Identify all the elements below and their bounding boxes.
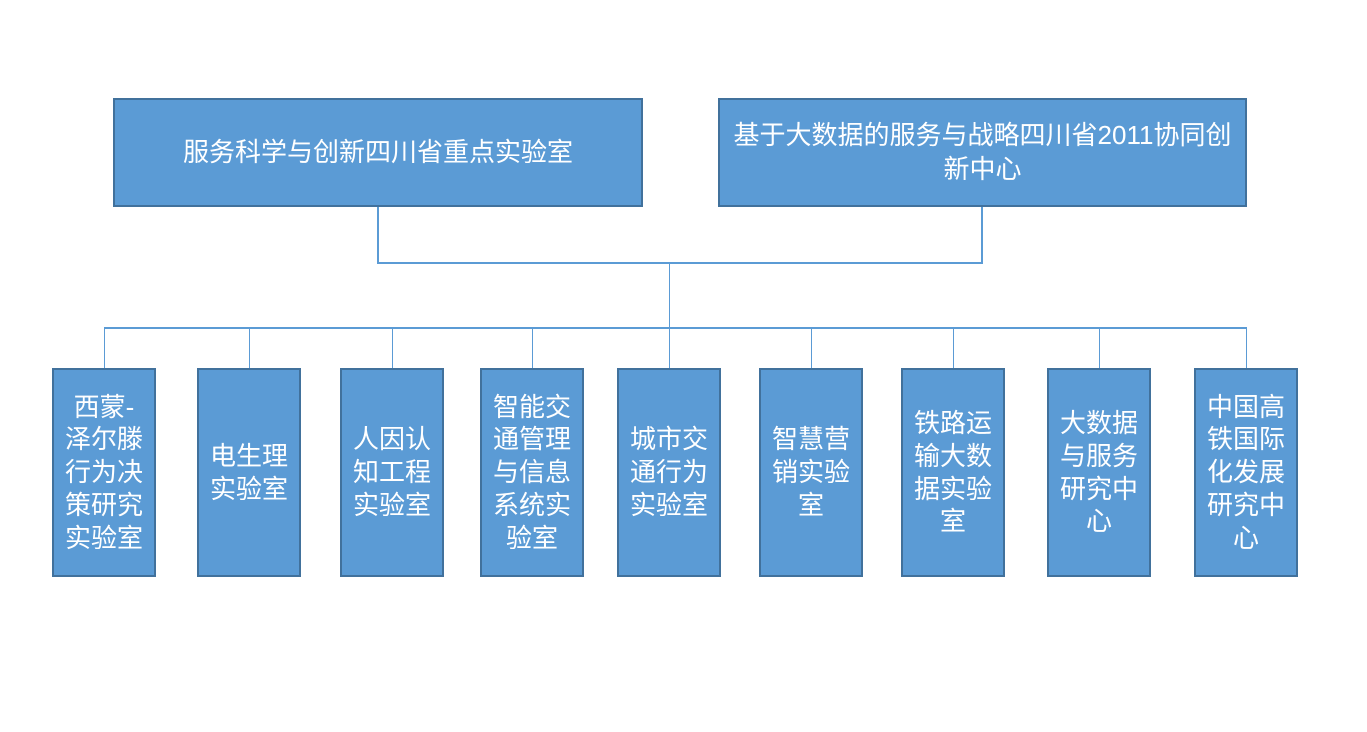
node-label: 人因认知工程实验室	[352, 424, 431, 520]
node-label: 智慧营销实验室	[771, 424, 850, 520]
connector-stub-child-3	[391, 327, 393, 368]
connector-stub-child-2	[248, 327, 250, 368]
connector-children-rail	[104, 327, 1247, 329]
connector-center-drop	[668, 262, 670, 328]
connector-stub-child-5	[668, 327, 670, 368]
node-bigdata-service-research-center: 大数据与服务研究中心	[1047, 368, 1151, 577]
connector-stub-child-4	[531, 327, 533, 368]
node-simon-selten-behavior-decision-lab: 西蒙-泽尔滕行为决策研究实验室	[52, 368, 156, 577]
node-intelligent-transport-info-systems-lab: 智能交通管理与信息系统实验室	[480, 368, 584, 577]
connector-parent2-drop	[981, 207, 983, 263]
connector-stub-child-9	[1245, 327, 1247, 368]
node-label: 铁路运输大数据实验室	[913, 408, 992, 537]
node-label: 大数据与服务研究中心	[1059, 408, 1138, 537]
connector-stub-child-8	[1098, 327, 1100, 368]
connector-stub-child-7	[952, 327, 954, 368]
connector-parent1-drop	[377, 207, 379, 263]
node-label: 服务科学与创新四川省重点实验室	[182, 136, 573, 167]
node-label: 基于大数据的服务与战略四川省2011协同创新中心	[733, 119, 1232, 184]
connector-parents-rail	[377, 262, 983, 264]
node-human-factors-cognitive-engineering-lab: 人因认知工程实验室	[340, 368, 444, 577]
node-label: 城市交通行为实验室	[629, 424, 708, 520]
node-smart-marketing-lab: 智慧营销实验室	[759, 368, 863, 577]
node-urban-traffic-behavior-lab: 城市交通行为实验室	[617, 368, 721, 577]
node-railway-transport-bigdata-lab: 铁路运输大数据实验室	[901, 368, 1005, 577]
connector-stub-child-6	[810, 327, 812, 368]
node-electrophysiology-lab: 电生理实验室	[197, 368, 301, 577]
node-label: 智能交通管理与信息系统实验室	[492, 391, 571, 553]
node-label: 中国高铁国际化发展研究中心	[1206, 391, 1285, 553]
node-service-science-key-lab: 服务科学与创新四川省重点实验室	[113, 98, 643, 207]
node-label: 西蒙-泽尔滕行为决策研究实验室	[64, 391, 143, 553]
connector-stub-child-1	[103, 327, 105, 368]
node-bigdata-collaborative-innovation-center: 基于大数据的服务与战略四川省2011协同创新中心	[718, 98, 1247, 207]
node-china-highspeed-rail-internationalization-center: 中国高铁国际化发展研究中心	[1194, 368, 1298, 577]
node-label: 电生理实验室	[209, 440, 288, 504]
